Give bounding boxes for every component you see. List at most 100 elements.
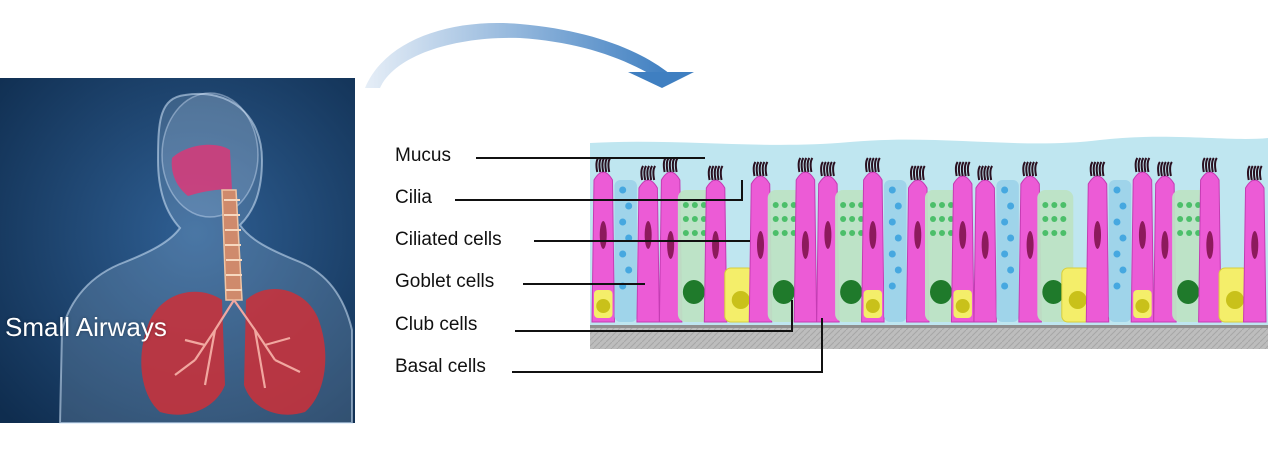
- cilium: [1255, 165, 1260, 181]
- goblet-granule: [1195, 202, 1202, 208]
- mucin-granule: [625, 266, 633, 274]
- cilium: [832, 161, 836, 177]
- cilium: [1258, 165, 1263, 181]
- cell-layer: [591, 157, 1267, 323]
- cilium: [918, 165, 923, 181]
- mucin-granule: [1119, 234, 1127, 242]
- mucin-granule: [619, 186, 627, 194]
- mucin-granule: [894, 266, 902, 274]
- cilium: [761, 161, 766, 177]
- cilium: [1025, 161, 1029, 177]
- ciliated-nucleus: [914, 221, 922, 249]
- cilium: [820, 161, 824, 177]
- mucin-granule: [894, 234, 902, 242]
- goblet-granule: [930, 216, 936, 222]
- cilium: [915, 165, 920, 181]
- cilium: [865, 157, 869, 173]
- cilium: [1034, 161, 1038, 177]
- goblet-granule: [930, 230, 936, 236]
- mucin-granule: [1007, 234, 1015, 242]
- cilium: [1160, 161, 1164, 177]
- cilium: [868, 157, 872, 173]
- goblet-granule: [772, 230, 779, 236]
- goblet-granule: [691, 216, 698, 222]
- goblet-granule: [840, 230, 847, 236]
- cilium: [823, 161, 827, 177]
- cilium: [909, 165, 914, 181]
- ciliated-cell: [906, 179, 930, 323]
- mucin-granule: [1113, 250, 1121, 258]
- mucin-granule: [1113, 186, 1121, 194]
- goblet-granule: [682, 230, 689, 236]
- cilium: [719, 165, 724, 181]
- ciliated-nucleus: [1251, 231, 1259, 259]
- mucin-granule: [1001, 186, 1009, 194]
- goblet-granule: [1051, 216, 1058, 222]
- epithelium-section: [590, 136, 1268, 349]
- ciliated-nucleus: [667, 231, 675, 259]
- mucin-granule: [888, 282, 896, 290]
- goblet-granule: [1060, 230, 1067, 236]
- goblet-granule: [1060, 202, 1067, 208]
- cilium: [764, 161, 769, 177]
- goblet-granule: [781, 216, 788, 222]
- cilium: [1089, 161, 1094, 177]
- cilium: [1143, 157, 1148, 173]
- mucin-granule: [625, 202, 633, 210]
- basal-nucleus: [1135, 299, 1150, 313]
- cilium: [1163, 161, 1167, 177]
- goblet-granule: [1177, 202, 1184, 208]
- goblet-granule: [772, 202, 779, 208]
- callout-basal-cells: Basal cells: [395, 356, 486, 377]
- goblet-granule: [1186, 216, 1193, 222]
- cilium: [649, 165, 654, 181]
- goblet-nucleus: [772, 280, 795, 304]
- cilium: [957, 161, 962, 177]
- goblet-nucleus: [840, 280, 863, 304]
- goblet-granule: [849, 216, 856, 222]
- cilium: [986, 165, 991, 181]
- ciliated-nucleus: [824, 221, 832, 249]
- basal-nucleus: [955, 299, 970, 313]
- cilium: [980, 165, 985, 181]
- cilium: [1252, 165, 1257, 181]
- cilium: [1137, 157, 1142, 173]
- goblet-granule: [1042, 216, 1049, 222]
- cilium: [809, 157, 814, 173]
- goblet-granule: [700, 202, 707, 208]
- mucin-granule: [625, 234, 633, 242]
- goblet-nucleus: [1177, 280, 1200, 304]
- goblet-granule: [1051, 230, 1058, 236]
- goblet-granule: [1177, 216, 1184, 222]
- cilium: [1211, 157, 1215, 173]
- basal-nucleus: [596, 299, 611, 313]
- cilium: [716, 165, 721, 181]
- cilium: [1028, 161, 1032, 177]
- club-nucleus: [731, 291, 750, 309]
- mucin-granule: [1001, 282, 1009, 290]
- cilium: [713, 165, 718, 181]
- ciliated-nucleus: [801, 231, 809, 259]
- basal-leader: [512, 318, 823, 373]
- mucin-granule: [894, 202, 902, 210]
- cilium: [871, 157, 875, 173]
- cilium: [1246, 165, 1251, 181]
- callout-goblet-cells: Goblet cells: [395, 271, 495, 292]
- mucin-granule: [619, 218, 627, 226]
- mucin-granule: [1001, 218, 1009, 226]
- cilium: [963, 161, 968, 177]
- club-nucleus: [1225, 291, 1244, 309]
- callout-mucus: Mucus: [395, 145, 451, 166]
- callout-ciliated-cells: Ciliated cells: [395, 229, 502, 250]
- cilium: [752, 161, 757, 177]
- goblet-granule: [930, 202, 936, 208]
- ciliated-nucleus: [1161, 231, 1169, 259]
- goblet-granule: [781, 230, 788, 236]
- ciliated-nucleus: [869, 221, 877, 249]
- cilium: [1202, 157, 1206, 173]
- cilium: [1214, 157, 1218, 173]
- goblet-granule: [772, 216, 779, 222]
- goblet-granule: [790, 202, 797, 208]
- basement-membrane: [590, 327, 1268, 349]
- goblet-granule: [849, 202, 856, 208]
